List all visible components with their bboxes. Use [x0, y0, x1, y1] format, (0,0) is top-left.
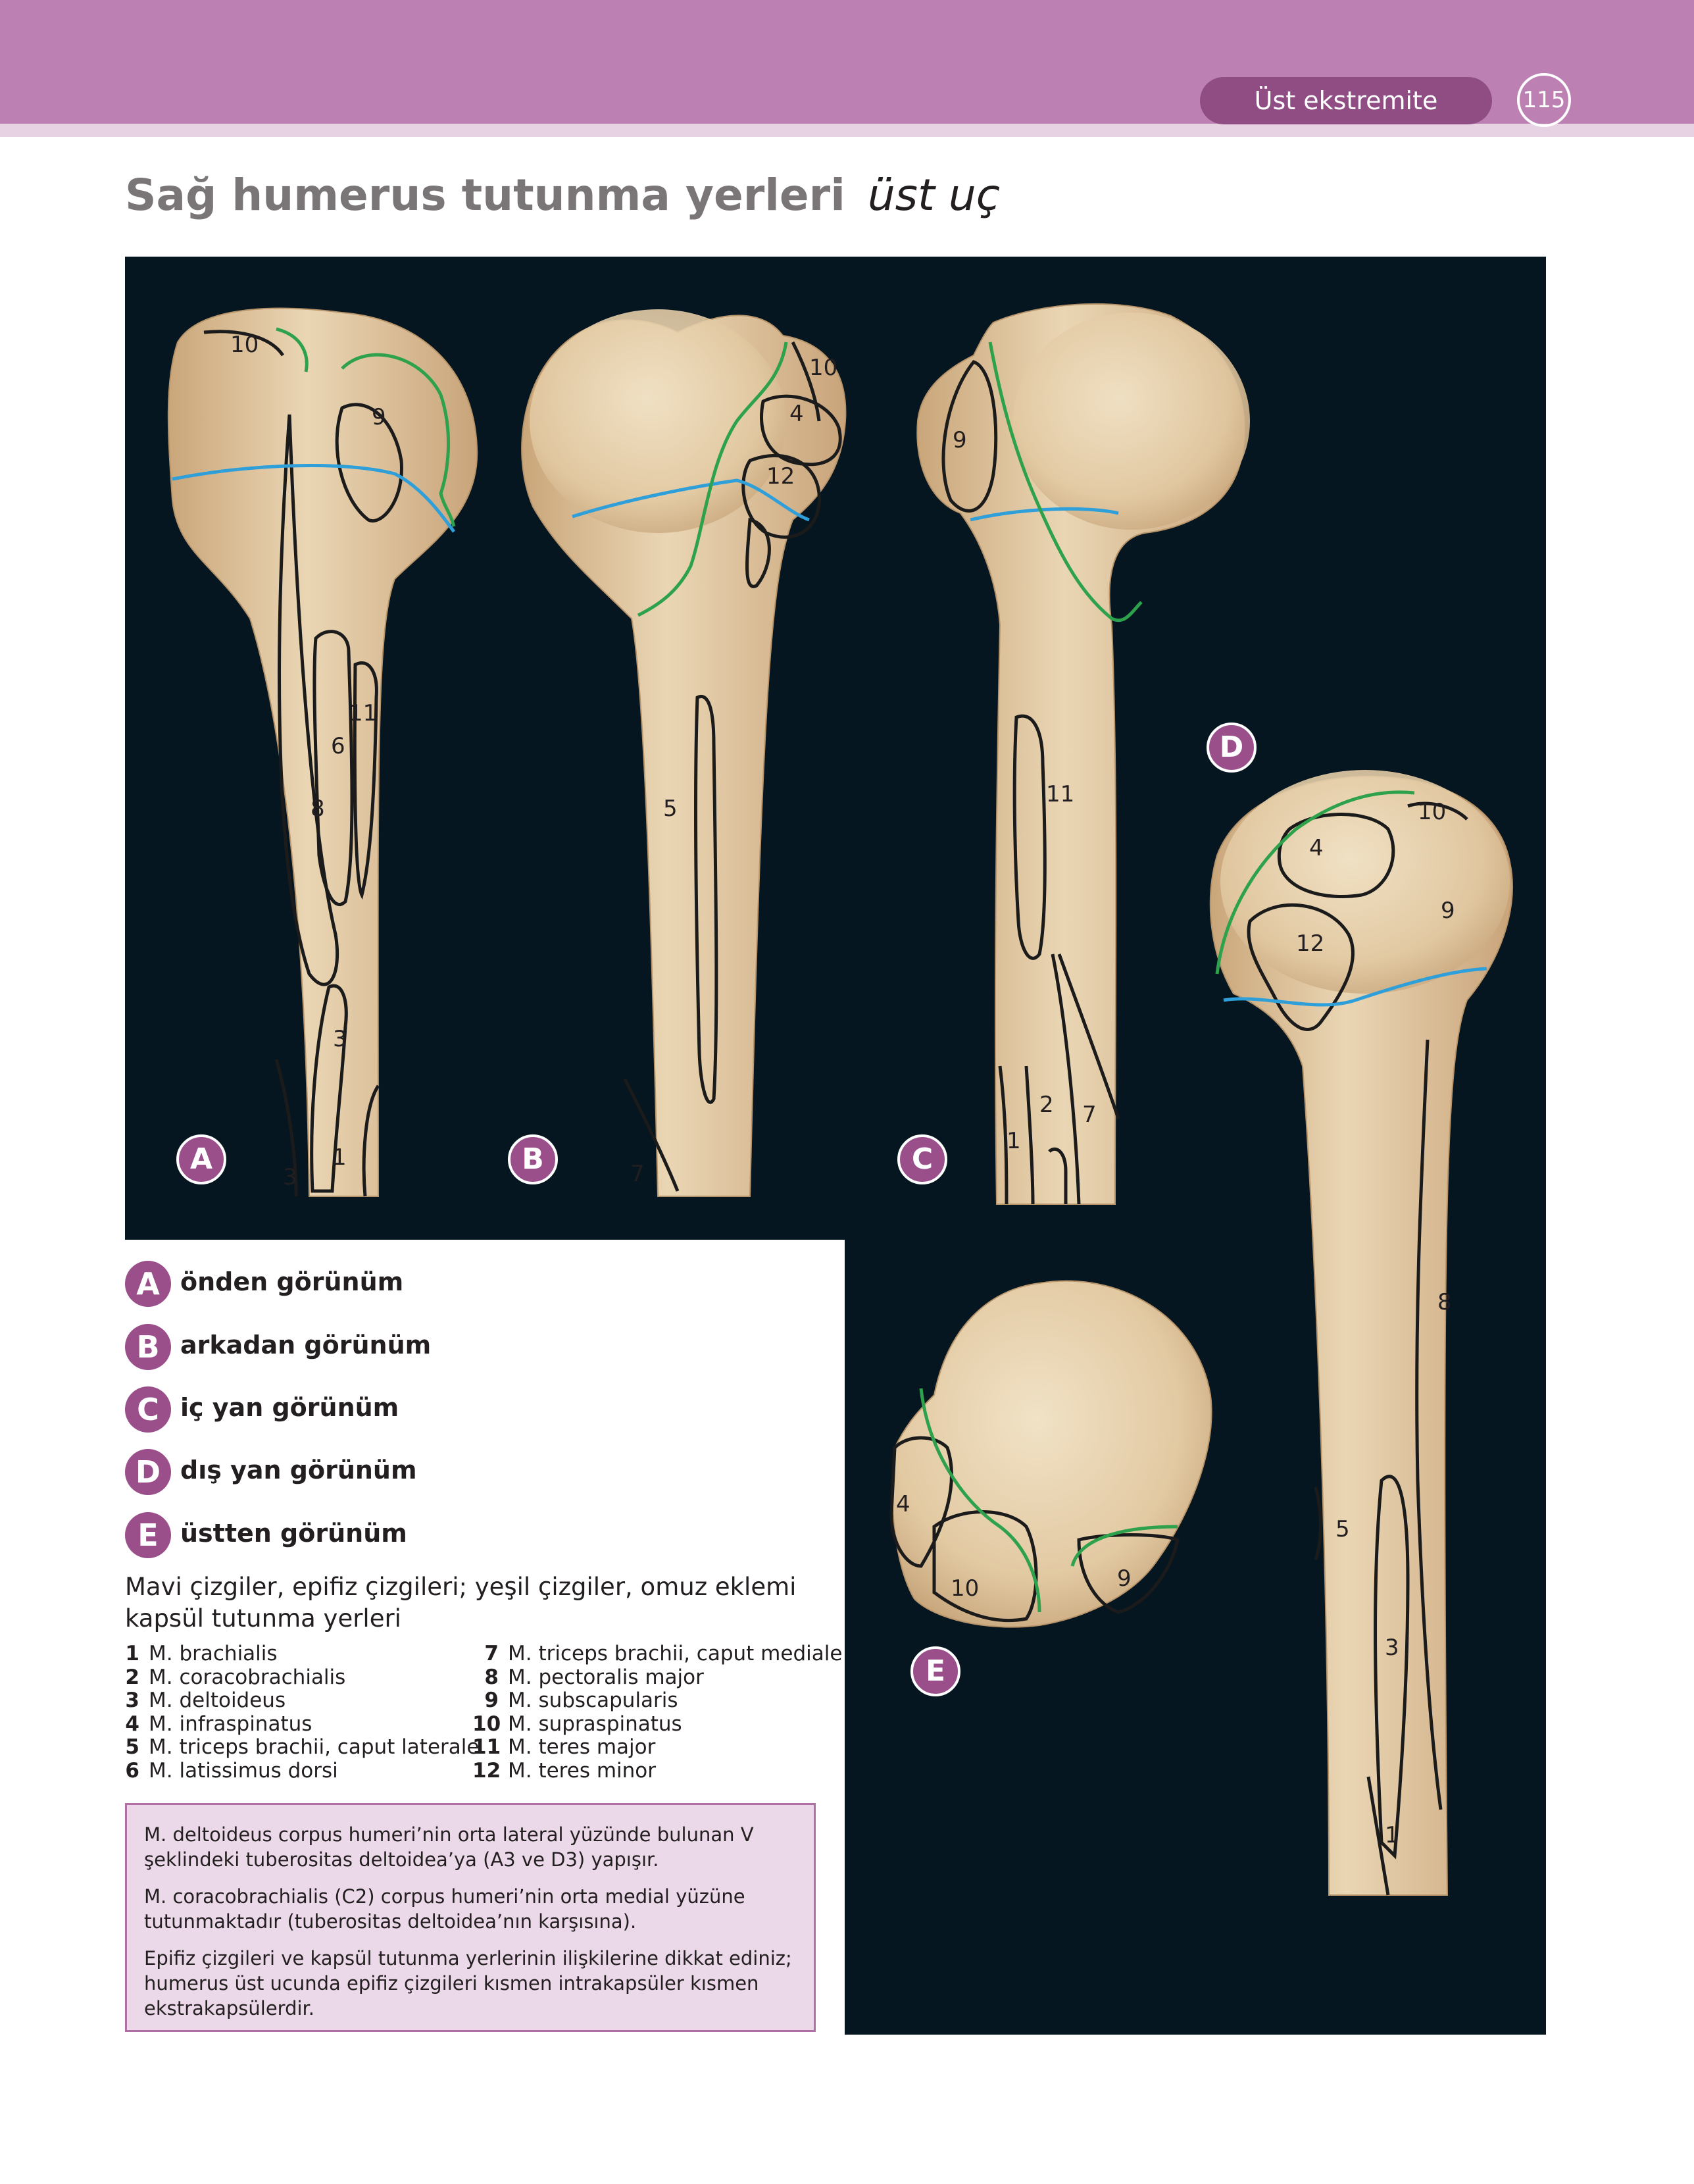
section-title: Üst ekstremite kemikleri [1200, 77, 1492, 163]
view-c-label-1: 1 [1007, 1128, 1021, 1154]
view-d-label-1: 1 [1385, 1822, 1399, 1848]
figure-caption: Mavi çizgiler, epifiz çizgileri; yeşil ç… [125, 1573, 797, 1633]
view-a-label-1: 1 [332, 1144, 347, 1171]
muscle-name: M. supraspinatus [508, 1712, 682, 1736]
view-b-label-12: 12 [766, 463, 795, 490]
view-d-bone: 10 4 9 12 8 5 3 1 [1209, 770, 1513, 1896]
legend-label: üstten görünüm [180, 1519, 407, 1548]
legend-label: iç yan görünüm [180, 1393, 399, 1422]
view-a-label-3: 3 [333, 1026, 347, 1052]
view-c-label-9: 9 [953, 427, 967, 453]
muscle-item: 2 M. coracobrachialis [125, 1665, 479, 1690]
view-a-label-8: 8 [311, 796, 325, 822]
muscle-name: M. infraspinatus [149, 1712, 312, 1736]
view-c-bone: 9 11 2 7 1 [916, 303, 1250, 1205]
view-d-label-3: 3 [1385, 1635, 1399, 1661]
view-d-label-10: 10 [1418, 799, 1446, 825]
title-sub: üst uç [867, 170, 1001, 220]
muscle-item: 5 M. triceps brachii, caput laterale [125, 1735, 480, 1760]
view-b-label-4: 4 [789, 401, 804, 427]
muscle-number: 3 [125, 1689, 139, 1712]
view-b-label-5: 5 [663, 796, 678, 822]
view-letter-c: C [897, 1134, 947, 1184]
view-d-label-9: 9 [1441, 898, 1455, 924]
legend-badge: C [125, 1386, 171, 1433]
legend-label: önden görünüm [180, 1267, 404, 1296]
view-a-label-3b: 3 [283, 1164, 297, 1190]
page-number: 115 [1517, 73, 1571, 127]
muscle-name: M. pectoralis major [508, 1665, 704, 1689]
muscle-number: 11 [472, 1735, 501, 1759]
muscle-number: 10 [472, 1712, 501, 1736]
muscle-item: 9 M. subscapularis [472, 1689, 842, 1713]
legend-badge: D [125, 1449, 171, 1495]
muscle-number: 6 [125, 1758, 139, 1783]
view-b-label-7: 7 [630, 1161, 645, 1187]
muscle-item: 8 M. pectoralis major [472, 1665, 842, 1690]
view-b-bone: 10 4 12 5 7 [521, 309, 847, 1197]
view-a-bone: 10 9 11 6 8 3 1 3 [167, 307, 478, 1197]
view-e-bone: 4 10 9 [889, 1280, 1212, 1628]
muscle-item: 6 M. latissimus dorsi [125, 1758, 479, 1783]
muscle-number: 12 [472, 1758, 501, 1783]
view-a-label-6: 6 [331, 733, 345, 759]
view-c-label-11: 11 [1046, 781, 1074, 807]
note-paragraph: M. deltoideus corpus humeri’nin orta lat… [144, 1823, 754, 1871]
header-strip [0, 124, 1694, 137]
muscle-number: 4 [125, 1712, 139, 1736]
view-letter-e: E [910, 1646, 960, 1696]
view-a-label-9: 9 [372, 404, 386, 430]
view-e-label-4: 4 [896, 1491, 910, 1517]
muscle-item: 11 M. teres major [472, 1735, 842, 1760]
view-d-label-8: 8 [1437, 1289, 1452, 1315]
legend-badge: B [125, 1324, 171, 1370]
view-a-label-11: 11 [349, 700, 377, 726]
muscle-name: M. triceps brachii, caput mediale [508, 1642, 843, 1665]
muscle-number: 2 [125, 1665, 139, 1689]
muscle-name: M. brachialis [149, 1642, 278, 1665]
view-e-label-9: 9 [1117, 1565, 1132, 1592]
view-c-label-7: 7 [1082, 1102, 1097, 1128]
muscle-name: M. teres minor [508, 1758, 656, 1783]
muscle-number: 8 [484, 1665, 499, 1689]
view-a-label-10: 10 [230, 332, 259, 358]
muscle-item: 3 M. deltoideus [125, 1689, 479, 1713]
view-d-label-5: 5 [1335, 1516, 1350, 1542]
view-b-label-10: 10 [809, 355, 837, 381]
muscle-item: 10 M. supraspinatus [472, 1712, 842, 1737]
muscle-item: 7 M. triceps brachii, caput mediale [472, 1642, 842, 1666]
muscle-item: 1 M. brachialis [125, 1642, 479, 1666]
view-e-label-10: 10 [951, 1575, 979, 1602]
legend-label: arkadan görünüm [180, 1331, 432, 1359]
muscle-number: 1 [125, 1642, 139, 1665]
muscle-item: 12 M. teres minor [472, 1758, 842, 1783]
muscle-number: 7 [484, 1642, 499, 1665]
muscle-list-left: 1 M. brachialis 2 M. coracobrachialis 3 M. … [125, 1642, 479, 1783]
muscle-number: 9 [484, 1689, 499, 1712]
view-letter-b: B [508, 1134, 558, 1184]
muscle-item: 4 M. infraspinatus [125, 1712, 479, 1737]
muscle-list-right: 7 M. triceps brachii, caput mediale 8 M. p… [472, 1642, 842, 1783]
view-c-label-2: 2 [1039, 1092, 1054, 1118]
muscle-name: M. latissimus dorsi [149, 1758, 338, 1783]
legend-badge: E [125, 1512, 171, 1558]
muscle-name: M. triceps brachii, caput laterale [149, 1735, 480, 1759]
muscle-name: M. coracobrachialis [149, 1665, 346, 1689]
view-letter-a: A [176, 1134, 226, 1184]
title-main: Sağ humerus tutunma yerleri [125, 170, 845, 220]
note-paragraph: Epifiz çizgileri ve kapsül tutunma yerle… [144, 1947, 792, 2019]
muscle-number: 5 [125, 1735, 139, 1759]
view-d-label-4: 4 [1309, 835, 1324, 861]
page-title: Sağ humerus tutunma yerleri üst uç [125, 170, 1000, 220]
muscle-name: M. subscapularis [508, 1689, 678, 1712]
legend-badge: A [125, 1261, 171, 1307]
muscle-name: M. deltoideus [149, 1689, 286, 1712]
muscle-name: M. teres major [508, 1735, 656, 1759]
note-paragraph: M. coracobrachialis (C2) corpus humeri’n… [144, 1885, 745, 1933]
legend-label: dış yan görünüm [180, 1456, 417, 1485]
note-box: M. deltoideus corpus humeri’nin orta lat… [125, 1803, 816, 2032]
view-letter-d: D [1207, 723, 1257, 773]
view-d-label-12: 12 [1296, 930, 1324, 957]
